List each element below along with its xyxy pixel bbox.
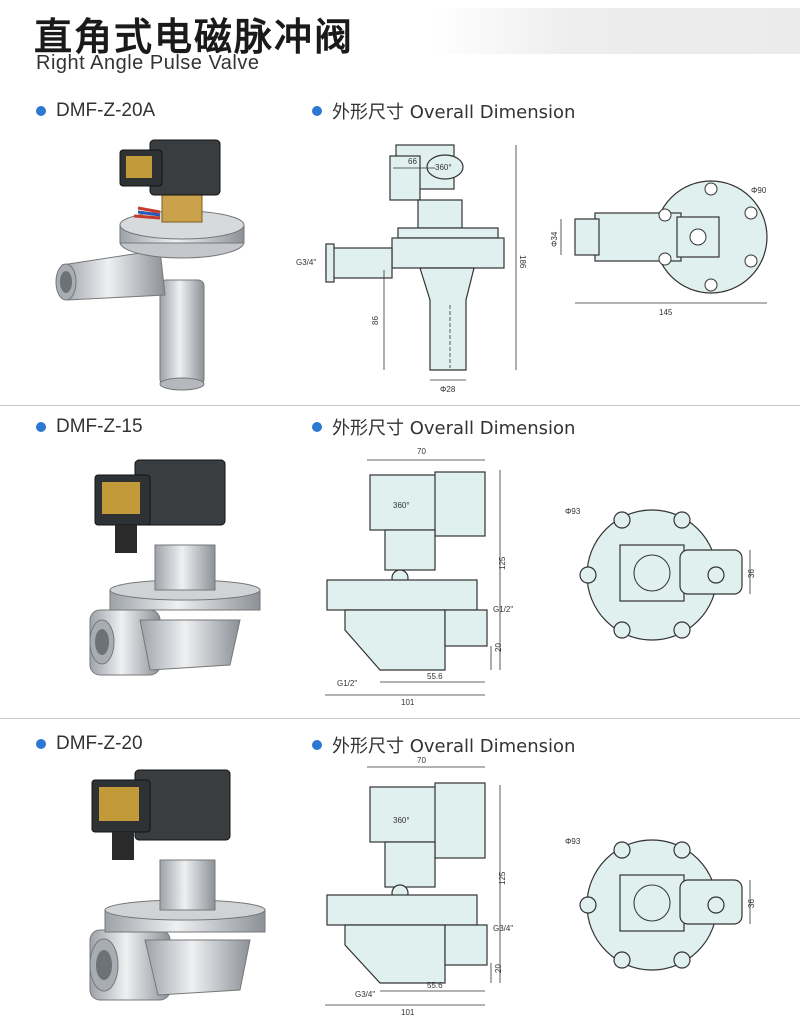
side-dimension-drawing-2: 70 360° G1/2" 125 20 G1/2" 55.6 101 [325,447,513,707]
section-model-label: DMF-Z-20A [36,100,155,122]
bullet-dot-icon [312,106,322,116]
header-watermark-band [430,8,800,54]
section-divider [0,405,800,406]
svg-text:70: 70 [417,447,426,456]
svg-text:Φ93: Φ93 [565,837,581,846]
model-name: DMF-Z-15 [56,416,143,437]
svg-text:Φ28: Φ28 [440,385,456,394]
svg-text:G1/2": G1/2" [337,679,357,688]
svg-text:360°: 360° [393,816,410,825]
svg-text:G3/4": G3/4" [355,990,375,999]
section-divider [0,718,800,719]
svg-text:86: 86 [371,316,380,325]
top-dimension-drawing-1: Φ90 Φ34 145 [550,180,768,317]
side-dimension-drawing-1: 360° 66 G3/4" 186 86 Φ28 [296,144,527,394]
svg-text:66: 66 [408,157,417,166]
product-photo-dmf-z-15 [89,459,261,676]
svg-text:360°: 360° [435,163,452,172]
svg-text:20: 20 [494,643,503,652]
svg-text:70: 70 [417,756,426,765]
dimension-heading-text: 外形尺寸 Overall Dimension [332,736,576,757]
svg-text:G3/4": G3/4" [296,258,316,267]
dimension-heading: 外形尺寸 Overall Dimension [312,732,575,758]
page-title-cn: 直角式电磁脉冲阀 [34,15,355,59]
svg-text:36: 36 [747,899,756,908]
svg-text:101: 101 [401,1008,415,1017]
model-name: DMF-Z-20A [56,100,156,121]
product-photo-dmf-z-20 [89,769,266,1001]
svg-text:145: 145 [659,308,673,317]
dimension-heading: 外形尺寸 Overall Dimension [312,414,575,440]
svg-text:Φ34: Φ34 [550,231,559,247]
bullet-dot-icon [36,422,46,432]
section-model-label: DMF-Z-15 [36,416,143,438]
top-dimension-drawing-2: Φ93 36 [565,507,756,641]
svg-text:101: 101 [401,698,415,707]
svg-text:36: 36 [747,569,756,578]
bullet-dot-icon [36,106,46,116]
svg-text:125: 125 [498,556,507,570]
model-name: DMF-Z-20 [56,733,143,754]
svg-text:G3/4": G3/4" [493,924,513,933]
svg-text:Φ90: Φ90 [751,186,767,195]
dimension-heading-text: 外形尺寸 Overall Dimension [332,102,576,123]
page-title-en: Right Angle Pulse Valve [36,52,260,74]
side-dimension-drawing-3: 70 360° G3/4" 125 20 G3/4" 55.6 101 [325,756,513,1017]
top-dimension-drawing-3: Φ93 36 [565,837,756,971]
svg-text:G1/2": G1/2" [493,605,513,614]
dimension-heading: 外形尺寸 Overall Dimension [312,98,575,124]
svg-text:125: 125 [498,871,507,885]
svg-text:55.6: 55.6 [427,672,443,681]
bullet-dot-icon [312,740,322,750]
product-photo-dmf-z-20a [55,139,245,391]
svg-text:Φ93: Φ93 [565,507,581,516]
section-model-label: DMF-Z-20 [36,733,143,755]
bullet-dot-icon [312,422,322,432]
bullet-dot-icon [36,739,46,749]
dimension-heading-text: 外形尺寸 Overall Dimension [332,418,576,439]
svg-text:55.6: 55.6 [427,981,443,990]
svg-text:186: 186 [518,255,527,269]
svg-text:20: 20 [494,964,503,973]
svg-text:360°: 360° [393,501,410,510]
